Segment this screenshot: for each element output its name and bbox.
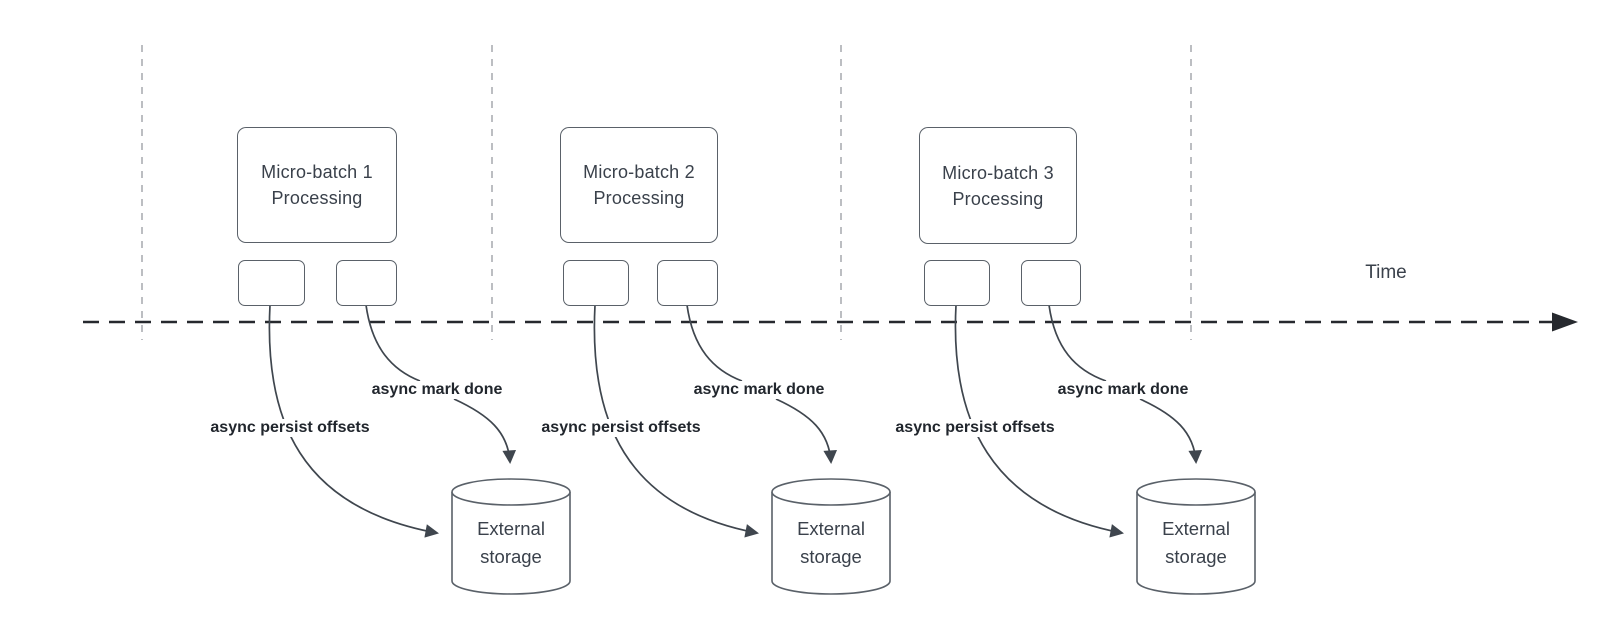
batch1-mark-done-arrow-lower — [453, 398, 517, 465]
cylinder-top — [1136, 478, 1256, 506]
batch1-mark-done-arrow-upper — [365, 304, 421, 382]
batch2-storage-label: External storage — [797, 515, 865, 571]
batch3-arrows — [954, 304, 1203, 538]
cylinder-top — [771, 478, 891, 506]
cylinder-body — [1136, 492, 1256, 595]
time-axis — [83, 312, 1578, 332]
batch3-processing-box-title: Micro-batch 3 Processing — [942, 160, 1054, 212]
cylinder-body — [451, 492, 571, 595]
batch3-done-task-box — [1021, 260, 1081, 306]
batch3-processing-box: Micro-batch 3 Processing — [919, 127, 1077, 244]
batch2-arrows — [593, 304, 838, 538]
batch2-done-task-box — [657, 260, 718, 306]
batch2-persist-offsets-label: async persist offsets — [538, 419, 704, 437]
batch2-storage-cylinder-icon — [771, 478, 891, 595]
batch2-title-line1: Micro-batch 2 — [583, 162, 695, 182]
batch1-processing-box: Micro-batch 1 Processing — [237, 127, 397, 243]
batch1-offset-task-box — [238, 260, 305, 306]
batch3-storage-cylinder-icon — [1136, 478, 1256, 595]
storage-line1: External — [1162, 518, 1230, 539]
batch1-title-line1: Micro-batch 1 — [261, 162, 373, 182]
batch1-storage-label: External storage — [477, 515, 545, 571]
batch1-mark-done-label: async mark done — [368, 381, 506, 399]
batch3-mark-done-label: async mark done — [1054, 381, 1192, 399]
time-axis-arrowhead-icon — [1552, 312, 1578, 332]
storage-line2: storage — [480, 546, 542, 567]
time-axis-label: Time — [1365, 262, 1407, 283]
storage-line2: storage — [800, 546, 862, 567]
storage-line2: storage — [1165, 546, 1227, 567]
batch3-title-line2: Processing — [952, 188, 1044, 209]
batch3-persist-offsets-arrow — [954, 304, 1125, 538]
batch2-processing-box-title: Micro-batch 2 Processing — [583, 159, 695, 211]
batch1-arrows — [268, 304, 517, 538]
batch2-mark-done-label: async mark done — [690, 381, 828, 399]
batch3-mark-done-arrow-upper — [1048, 304, 1107, 382]
batch3-offset-task-box — [924, 260, 990, 306]
batch2-offset-task-box — [563, 260, 629, 306]
batch2-processing-box: Micro-batch 2 Processing — [560, 127, 718, 243]
storage-line1: External — [477, 518, 545, 539]
batch3-persist-offsets-label: async persist offsets — [892, 419, 1058, 437]
cylinder-body — [771, 492, 891, 595]
batch2-mark-done-arrow-lower — [775, 398, 838, 465]
storage-cylinders — [451, 478, 1256, 595]
cylinder-top — [451, 478, 571, 506]
batch2-mark-done-arrow-upper — [686, 304, 743, 382]
batch1-persist-offsets-label: async persist offsets — [207, 419, 373, 437]
batch3-mark-done-arrow-lower — [1139, 398, 1203, 465]
batch1-processing-box-title: Micro-batch 1 Processing — [261, 159, 373, 211]
batch2-persist-offsets-arrow — [593, 304, 760, 538]
storage-line1: External — [797, 518, 865, 539]
batch1-persist-offsets-arrow — [268, 304, 440, 538]
batch1-done-task-box — [336, 260, 397, 306]
batch3-title-line1: Micro-batch 3 — [942, 162, 1054, 183]
batch2-title-line2: Processing — [593, 188, 685, 208]
batch1-storage-cylinder-icon — [451, 478, 571, 595]
batch3-storage-label: External storage — [1162, 515, 1230, 571]
batch1-title-line2: Processing — [271, 188, 363, 208]
